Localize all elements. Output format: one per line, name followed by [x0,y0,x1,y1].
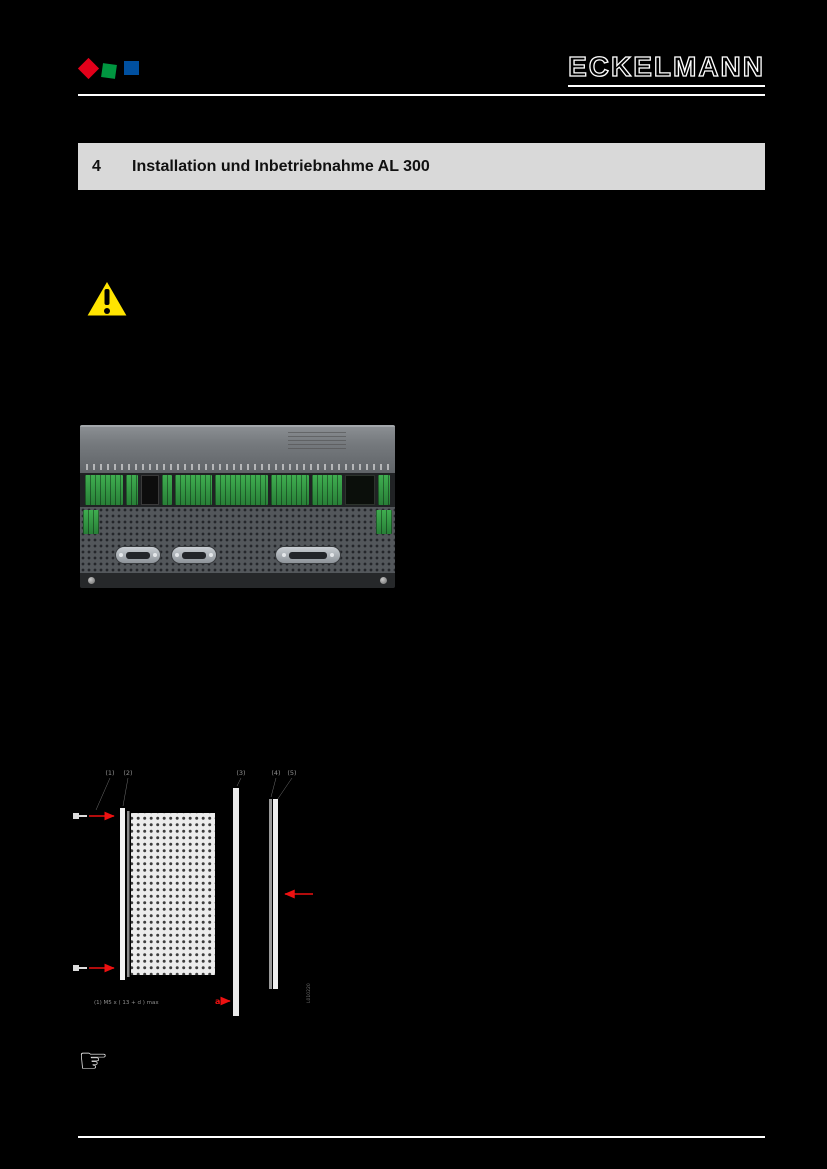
perforated-panel [80,507,395,537]
warning-triangle-icon [82,276,132,320]
type-label-sticker [288,432,346,449]
device-chassis-top [80,425,395,473]
dsub9-connector [172,547,216,563]
screw-icon [73,965,87,971]
diagram-label-4: (4) [271,769,280,777]
terminal-block [174,475,213,505]
dsub25-connector [276,547,340,563]
footer-rule [78,1136,765,1138]
leader-line [95,777,111,811]
section-heading-bar: 4 Installation und Inbetriebnahme AL 300 [78,143,765,190]
perforated-plate-holes [131,813,215,975]
dsub9-connector [116,547,160,563]
terminal-block [311,475,342,505]
rj45-port [140,475,159,505]
device-rear-photo [80,425,395,588]
diagram-label-1: (1) [105,769,114,777]
leader-line [276,777,293,801]
header-rule [78,94,765,96]
dimension-label: a [215,997,220,1006]
logo-diamond-red [77,57,100,80]
mounting-plate-4 [269,799,272,989]
terminal-block [376,510,392,534]
leader-line [122,777,129,807]
leader-line [270,777,277,798]
diagram-label-3: (3) [236,769,245,777]
logo-square-green [101,63,117,79]
brand-wordmark: ECKELMANN [567,51,765,87]
section-number: 4 [92,157,101,175]
mounting-diagram: (1) (2) (3) (4) (5) [70,763,320,1018]
mounting-plate-2 [120,808,125,980]
terminal-strip [80,473,395,507]
terminal-block [85,475,123,505]
pointing-hand-icon: ☞ [78,1041,109,1081]
gasket-strip [127,811,130,977]
diagram-note: (1) M5 x ( 13 + d ) max [94,1000,159,1006]
terminal-block [215,475,269,505]
leader-line [236,777,242,787]
diagram-label-2: (2) [123,769,132,777]
terminal-block [271,475,309,505]
company-group-logo [77,57,148,83]
terminal-label-strip [86,464,389,470]
mounting-plate-3 [233,788,239,1016]
terminal-block [83,510,99,534]
terminal-block [125,475,138,505]
display-window [344,475,375,505]
connector-panel [80,537,395,573]
drawing-id: L010220 [306,983,312,1003]
mounting-flange [80,573,395,588]
terminal-block [161,475,172,505]
diagram-label-5: (5) [287,769,296,777]
section-title: Installation und Inbetriebnahme AL 300 [132,157,430,175]
screw-icon [73,813,87,819]
mounting-plate-5 [273,799,278,989]
logo-square-blue [124,61,139,75]
terminal-block [377,475,390,505]
